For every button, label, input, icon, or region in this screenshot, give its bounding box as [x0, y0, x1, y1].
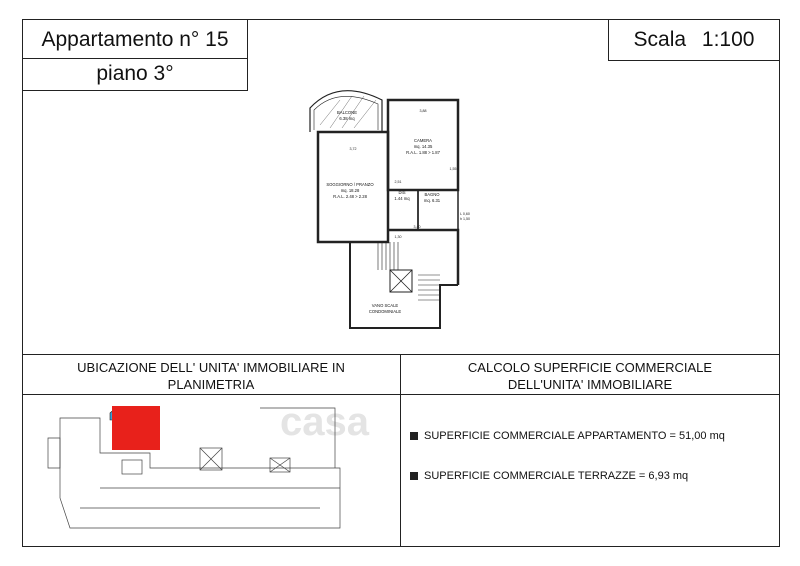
dim-dis-height: 2,51: [395, 180, 402, 184]
dim-living-width: 3,72: [350, 147, 357, 151]
balcony-area: 6.38 mq: [339, 116, 355, 121]
unit-location-marker: [112, 406, 160, 450]
legend-apartment-text: SUPERFICIE COMMERCIALE APPARTAMENTO = 51…: [424, 430, 725, 442]
bedroom-area: mq. 14.35: [414, 144, 433, 149]
title-divider: [23, 58, 247, 59]
section-divider-heading: [22, 394, 780, 395]
section-divider-top: [22, 354, 780, 355]
legend-square-apartment: [410, 432, 418, 440]
floor-plan: BALCONE 6.38 mq CAMERA mq. 14.35 R.A.L. …: [309, 90, 470, 329]
area-heading-line1: CALCOLO SUPERFICIE COMMERCIALE: [467, 360, 713, 375]
location-heading-line2: PLANIMETRIA: [167, 377, 255, 392]
bathroom-area: mq. 6.31: [424, 198, 441, 203]
dim-dis-width: 1,30: [395, 235, 402, 239]
section-divider-vertical: [400, 354, 401, 547]
legend-terraces-text: SUPERFICIE COMMERCIALE TERRAZZE = 6,93 m…: [424, 470, 689, 482]
watermark: casa: [280, 400, 369, 444]
stair-sub: CONDOMINIALE: [369, 309, 402, 314]
dim-window-width: L 0,60: [460, 212, 470, 216]
area-heading: CALCOLO SUPERFICIE COMMERCIALE DELL'UNIT…: [400, 359, 780, 393]
dim-window-height: h 1,50: [460, 217, 470, 221]
site-plan: [47, 406, 341, 529]
balcony-outline: [309, 90, 383, 132]
floor-title: piano 3°: [96, 62, 174, 85]
scale-label: Scala 1:100: [633, 28, 755, 51]
dim-bath-width: 3,40: [414, 225, 421, 229]
legend-terraces: SUPERFICIE COMMERCIALE TERRAZZE = 6,93 m…: [410, 470, 688, 482]
bedroom-name: CAMERA: [414, 138, 432, 143]
living-ral: R.A.L. 2.48 > 2.28: [333, 194, 368, 199]
location-heading-line1: UBICAZIONE DELL' UNITA' IMMOBILIARE IN: [77, 360, 345, 375]
apartment-title: Appartamento n° 15: [41, 28, 229, 51]
stairs-hatch: [377, 242, 440, 301]
stair-name: VANO SCALE: [372, 303, 399, 308]
location-heading: UBICAZIONE DELL' UNITA' IMMOBILIARE IN P…: [22, 359, 400, 393]
balcony-name: BALCONE: [337, 110, 357, 115]
dim-camera-depth: 1,55: [450, 167, 457, 171]
living-name: SOGGIORNO / PRANZO: [326, 182, 374, 187]
bedroom-ral: R.A.L. 1.88 > 1.87: [406, 150, 441, 155]
title-block: Appartamento n° 15 piano 3°: [22, 19, 248, 91]
area-heading-line2: DELL'UNITA' IMMOBILIARE: [507, 377, 673, 392]
living-area: mq. 18.28: [341, 188, 360, 193]
dim-camera-width: 3,88: [420, 109, 427, 113]
dis-name: DIS: [399, 190, 406, 195]
legend-square-terraces: [410, 472, 418, 480]
dis-area: 1.44 mq: [394, 196, 410, 201]
drawing-frame: [22, 19, 780, 547]
scale-block: Scala 1:100: [608, 19, 780, 61]
legend-apartment: SUPERFICIE COMMERCIALE APPARTAMENTO = 51…: [410, 430, 725, 442]
bathroom-name: BAGNO: [424, 192, 440, 197]
elevator: [389, 269, 413, 293]
